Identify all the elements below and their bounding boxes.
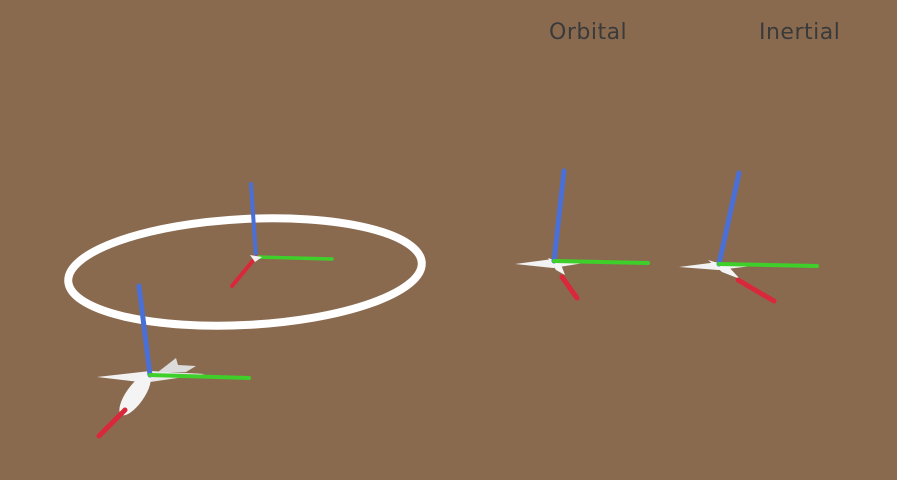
inertial-x-axis [735, 277, 777, 304]
aircraft-tail [158, 358, 196, 372]
central-y-axis [254, 255, 334, 261]
aircraft-x-axis [96, 407, 128, 439]
inertial-view-label: Inertial [759, 20, 841, 45]
orbital-view-label: Orbital [549, 20, 628, 45]
central-origin-marker [250, 255, 262, 262]
aircraft-fuselage [119, 374, 151, 416]
aircraft-z-axis [136, 283, 153, 378]
orbiting-aircraft [96, 283, 251, 439]
inertial-y-axis [717, 262, 819, 268]
central-z-axis [249, 182, 258, 259]
orbit-ring [64, 214, 426, 330]
inertial-aircraft-body [708, 260, 740, 279]
orbital-frame-view [515, 168, 650, 301]
inertial-z-axis [716, 170, 742, 267]
central-x-axis [230, 255, 258, 288]
aircraft-y-axis [148, 373, 251, 380]
inertial-frame-view [679, 170, 819, 304]
orbital-y-axis [552, 259, 650, 265]
orbital-x-axis [559, 274, 580, 301]
orbital-z-axis [551, 168, 567, 264]
central-frame-axes [230, 182, 334, 288]
